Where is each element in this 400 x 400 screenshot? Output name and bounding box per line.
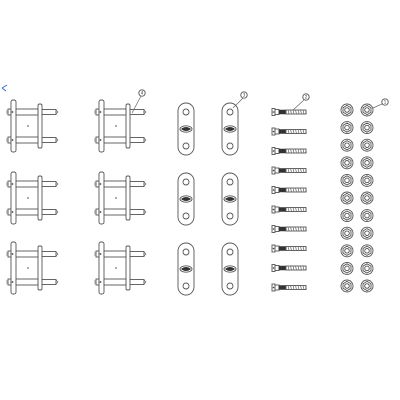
bolt-5	[271, 186, 307, 194]
bolt-7	[271, 225, 307, 233]
bolt-9	[271, 264, 307, 272]
nut-3	[340, 121, 354, 135]
shackle-assembly-4	[94, 171, 147, 225]
shackle-assembly-5	[6, 241, 59, 295]
link-plate-4	[221, 172, 239, 226]
shackle-assembly-2	[94, 99, 147, 153]
bolt-10	[271, 283, 307, 292]
callout-shackle-kit: 4	[131, 89, 146, 114]
nut-6	[360, 138, 374, 152]
nut-9	[340, 173, 354, 187]
callout-link-plate: 3	[232, 91, 248, 109]
bolt-3	[271, 147, 307, 155]
nut-22	[360, 279, 374, 293]
nut-2	[360, 103, 374, 117]
callout-number: 3	[243, 92, 246, 97]
nut-18	[360, 244, 374, 258]
bolt-6	[271, 205, 307, 214]
link-plate-6	[221, 242, 239, 296]
link-plate-3	[177, 172, 195, 226]
nut-17	[340, 244, 354, 258]
callout-number: 4	[141, 90, 144, 95]
nut-7	[340, 156, 354, 170]
nut-10	[360, 173, 374, 187]
nut-13	[340, 209, 354, 223]
bolt-1	[271, 108, 307, 116]
nut-4	[360, 121, 374, 135]
bolt-8	[271, 244, 307, 253]
bolt-2	[271, 127, 307, 136]
link-plate-1	[177, 102, 195, 156]
nut-5	[340, 138, 354, 152]
nut-14	[360, 209, 374, 223]
shackle-assembly-6	[94, 241, 147, 295]
nut-1	[340, 103, 354, 117]
link-plate-5	[177, 242, 195, 296]
shackle-assembly-1	[6, 99, 59, 153]
link-plate-2	[221, 102, 239, 156]
nut-20	[360, 261, 374, 275]
callout-nut: 1	[372, 98, 389, 109]
nut-15	[340, 226, 354, 240]
nut-12	[360, 191, 374, 205]
edge-arrow-icon	[1, 84, 8, 92]
callout-number: 2	[305, 94, 308, 99]
nut-16	[360, 226, 374, 240]
bolt-4	[271, 166, 307, 175]
nut-11	[340, 191, 354, 205]
shackle-assembly-3	[6, 171, 59, 225]
nut-8	[360, 156, 374, 170]
nut-19	[340, 261, 354, 275]
callout-bolt: 2	[292, 93, 310, 111]
nut-21	[340, 279, 354, 293]
callout-number: 1	[384, 99, 387, 104]
